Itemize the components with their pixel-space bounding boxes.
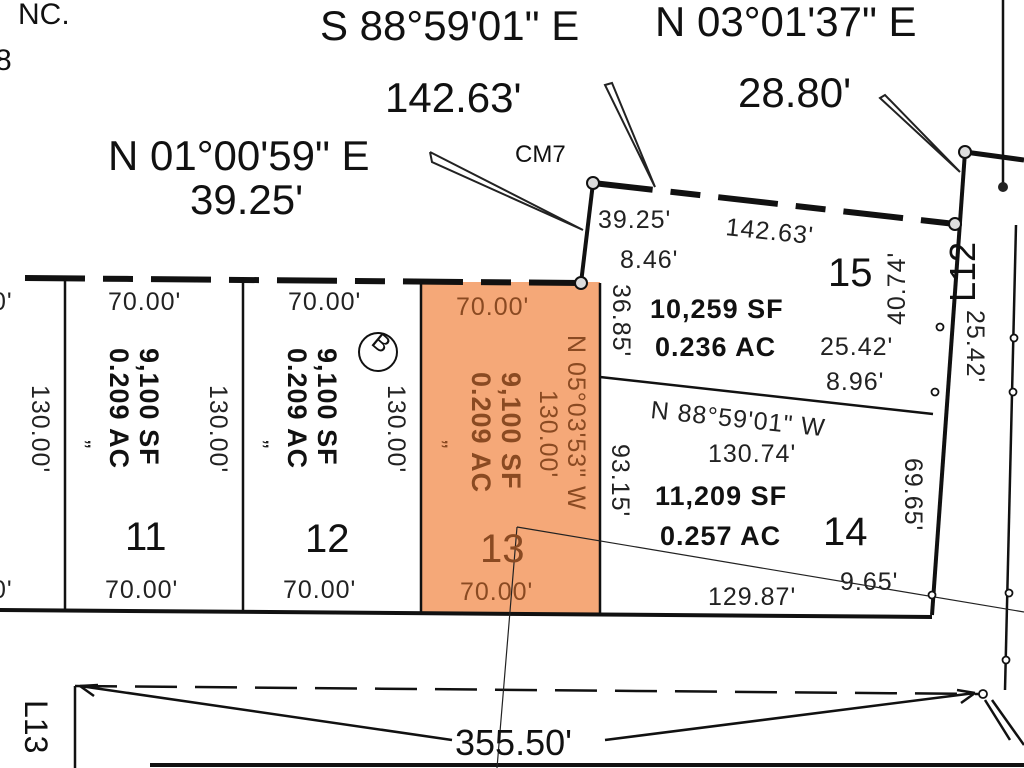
dimension: 25.42'	[820, 333, 893, 361]
point	[1001, 655, 1011, 665]
lot-area-ac: 0.257 AC	[660, 521, 781, 551]
dimension: 130.00'	[382, 385, 410, 473]
dimension-arrow-right	[604, 688, 976, 742]
dimension: 8.96'	[826, 368, 884, 396]
dimension: 129.87'	[708, 583, 796, 611]
lot-15-west-line	[579, 182, 595, 284]
dimension: 0'	[0, 288, 13, 316]
lot-number: 13	[480, 527, 525, 571]
line-label: L13	[18, 700, 54, 753]
dimension: 8.46'	[620, 246, 678, 274]
point	[935, 322, 945, 332]
dimension: 70.00'	[460, 578, 533, 606]
right-row-line	[1003, 224, 1018, 691]
course-bearing: S 88°59'01" E	[320, 2, 579, 49]
line-label: L12	[942, 242, 983, 302]
course-distance: 142.63'	[385, 74, 521, 121]
top-right-line	[964, 149, 1024, 163]
dimension: 70.00'	[456, 293, 529, 321]
rear-lot-line-dashed	[24, 275, 582, 286]
lot-divider-14-15	[599, 375, 934, 416]
lot-area-sf: 11,209 SF	[655, 481, 787, 511]
dimension: 70.00'	[288, 288, 361, 316]
corner-monument	[958, 145, 972, 159]
front-line	[0, 608, 933, 619]
lot-area-sf: 9,100 SF	[496, 372, 526, 490]
lot-area-ac: 0.209 AC	[282, 348, 312, 469]
lot-number: 15	[828, 251, 873, 295]
course-distance: 39.25'	[190, 176, 303, 223]
dimension: 70.00'	[108, 288, 181, 316]
corner-monument	[586, 176, 600, 190]
point	[1009, 333, 1019, 343]
lot-area-sf: 10,259 SF	[650, 294, 784, 324]
lot-area-sf: 9,100 SF	[134, 348, 164, 466]
circle-callout	[358, 332, 398, 372]
corner-arrows	[983, 699, 1024, 746]
dimension: 130.00'	[204, 385, 232, 473]
dimension: 70.00'	[283, 576, 356, 604]
dimension: 36.85'	[607, 284, 635, 357]
tie-line	[496, 526, 1024, 768]
course-distance: 28.80'	[738, 69, 851, 116]
circle-callout-label: B	[366, 328, 396, 359]
dimension-arrow-left	[79, 683, 453, 742]
lot-area-ac: 0.209 AC	[104, 348, 134, 469]
dimension: 93.15'	[606, 444, 634, 517]
lot-13-highlight[interactable]	[421, 282, 600, 613]
dimension: 25.42'	[961, 310, 989, 383]
tick-mark: „	[82, 440, 110, 449]
course-bearing: N 01°00'59" E	[108, 132, 370, 179]
point	[1008, 387, 1018, 397]
found-monument	[998, 182, 1008, 192]
leader-c1	[603, 81, 656, 188]
dimension: 39.25'	[598, 206, 671, 234]
dimension: 130.74'	[708, 440, 796, 468]
course-bearing: N 03°01'37" E	[655, 0, 917, 45]
lot-area-ac: 0.236 AC	[655, 332, 776, 362]
dimension: 142.63'	[724, 213, 815, 250]
dimension: 9.65'	[840, 568, 898, 596]
dimension: 69.65'	[899, 458, 927, 531]
edge-text: NC.	[18, 0, 70, 31]
leader-c3	[429, 151, 584, 231]
dimension: 130.00'	[534, 390, 562, 478]
lot-bearing: N 05°03'53" W	[562, 335, 590, 511]
lot-area-sf: 9,100 SF	[312, 348, 342, 466]
point	[978, 689, 988, 699]
lot-number: 11	[125, 515, 167, 559]
tick-mark: „	[260, 440, 288, 449]
centerline-dashed	[74, 684, 981, 696]
lot-number: 12	[305, 517, 350, 561]
edge-text: 8	[0, 44, 12, 77]
lot-15-north-line	[592, 180, 956, 227]
dimension: 130.00'	[26, 385, 54, 473]
leader-c2	[878, 93, 961, 173]
monument-label: CM7	[515, 141, 566, 168]
dimension: 40.74'	[883, 252, 911, 325]
dimension: N 88°59'01" W	[649, 396, 827, 442]
point	[927, 590, 937, 600]
dimension: 70.00'	[105, 576, 178, 604]
corner-monument	[574, 276, 588, 290]
corner-monument	[948, 217, 962, 231]
overall-distance: 355.50'	[455, 722, 572, 763]
lot-area-ac: 0.209 AC	[466, 372, 496, 493]
point	[930, 387, 940, 397]
tick-mark: „	[439, 440, 467, 449]
dimension: 0'	[0, 576, 13, 604]
point	[1004, 588, 1014, 598]
lot-number: 14	[823, 510, 868, 554]
